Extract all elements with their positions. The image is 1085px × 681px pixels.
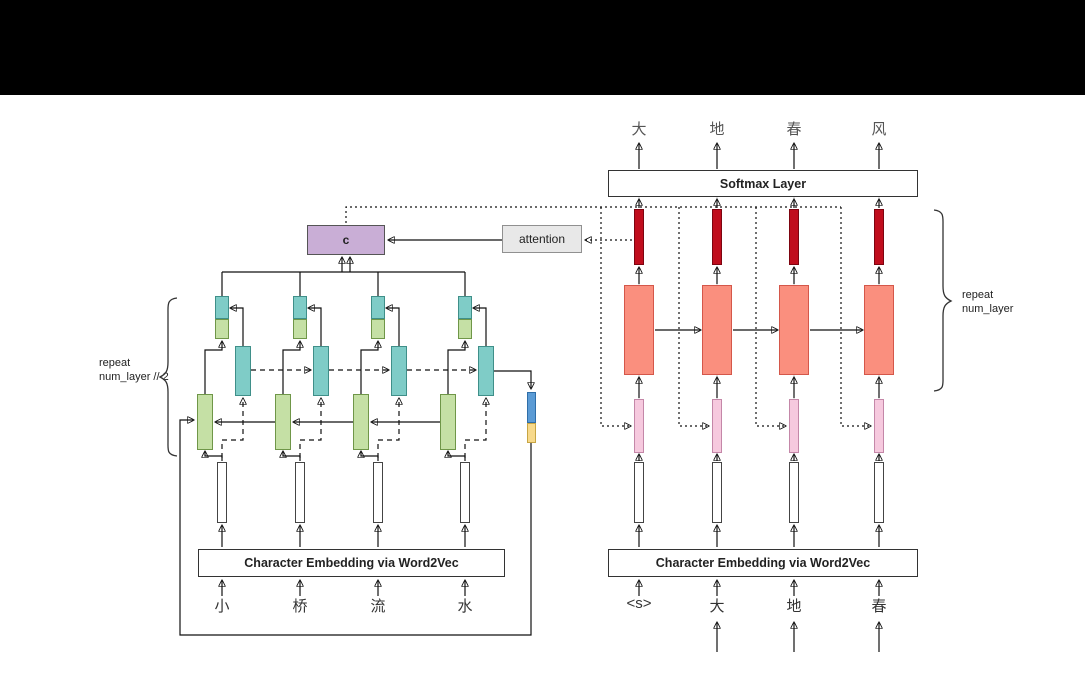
- decoder-input-bar: [874, 399, 884, 453]
- letterbox-top: [0, 0, 1085, 95]
- decoder-input-bar: [789, 399, 799, 453]
- decoder-hidden-bar: [789, 209, 799, 265]
- encoder-backward-cell: [391, 346, 407, 396]
- encoder-concat-forward-bar: [371, 319, 385, 339]
- encoder-input-char: 桥: [292, 598, 308, 615]
- encoder-backward-cell: [478, 346, 494, 396]
- decoder-input-token: <s>: [626, 595, 652, 612]
- decoder-input-bar: [634, 399, 644, 453]
- encoder-input-char: 小: [214, 598, 230, 615]
- decoder-output-char: 地: [709, 121, 725, 138]
- encoder-backward-cell: [313, 346, 329, 396]
- encoder-forward-cell: [197, 394, 213, 450]
- context-vector-label: c: [342, 233, 350, 247]
- encoder-embedding-bar: [460, 462, 470, 523]
- softmax-label: Softmax Layer: [719, 176, 807, 191]
- decoder-embedding-bar: [874, 462, 884, 523]
- encoder-embedding-bar: [217, 462, 227, 523]
- encoder-concat-forward-bar: [215, 319, 229, 339]
- decoder-lstm-cell: [702, 285, 732, 375]
- encoder-concat-forward-bar: [293, 319, 307, 339]
- decoder-output-char: 春: [786, 121, 802, 138]
- decoder-lstm-cell: [624, 285, 654, 375]
- context-vector-box: c: [307, 225, 385, 255]
- decoder-output-char: 风: [871, 121, 887, 138]
- encoder-repeat-label: repeat num_layer // 2: [99, 357, 169, 383]
- decoder-repeat-label: repeat num_layer: [962, 289, 1014, 315]
- encoder-embedding-label: Character Embedding via Word2Vec: [244, 556, 459, 570]
- attention-label: attention: [518, 232, 566, 246]
- encoder-backward-cell: [235, 346, 251, 396]
- initial-state-c-bar: [527, 423, 536, 443]
- encoder-embedding-box: Character Embedding via Word2Vec: [198, 549, 505, 577]
- encoder-embedding-bar: [373, 462, 383, 523]
- decoder-lstm-cell: [864, 285, 894, 375]
- decoder-hidden-bar: [634, 209, 644, 265]
- decoder-hidden-bar: [712, 209, 722, 265]
- encoder-forward-cell: [440, 394, 456, 450]
- decoder-repeat-brace: [933, 209, 953, 392]
- decoder-output-char: 大: [631, 121, 647, 138]
- decoder-input-bar: [712, 399, 722, 453]
- encoder-concat-backward-bar: [458, 296, 472, 319]
- decoder-input-token: 春: [871, 598, 887, 615]
- attention-box: attention: [502, 225, 582, 253]
- decoder-embedding-label: Character Embedding via Word2Vec: [655, 556, 871, 570]
- encoder-embedding-bar: [295, 462, 305, 523]
- decoder-input-token: 地: [786, 598, 802, 615]
- encoder-concat-backward-bar: [371, 296, 385, 319]
- decoder-input-token: 大: [709, 598, 725, 615]
- decoder-embedding-bar: [712, 462, 722, 523]
- encoder-forward-cell: [275, 394, 291, 450]
- encoder-input-char: 水: [457, 598, 473, 615]
- initial-state-h-bar: [527, 392, 536, 423]
- encoder-input-char: 流: [370, 598, 386, 615]
- decoder-embedding-box: Character Embedding via Word2Vec: [608, 549, 918, 577]
- encoder-concat-backward-bar: [293, 296, 307, 319]
- encoder-repeat-brace: [158, 297, 178, 457]
- decoder-embedding-bar: [634, 462, 644, 523]
- encoder-concat-forward-bar: [458, 319, 472, 339]
- decoder-hidden-bar: [874, 209, 884, 265]
- decoder-lstm-cell: [779, 285, 809, 375]
- encoder-forward-cell: [353, 394, 369, 450]
- softmax-box: Softmax Layer: [608, 170, 918, 197]
- decoder-embedding-bar: [789, 462, 799, 523]
- encoder-concat-backward-bar: [215, 296, 229, 319]
